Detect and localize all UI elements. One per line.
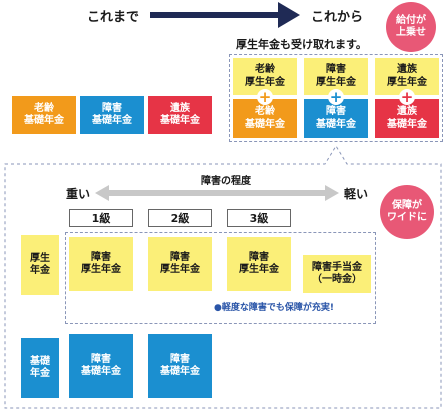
row-label-line2: 年金 — [30, 368, 50, 379]
before-label: これまで — [86, 10, 139, 25]
current-line1: 障害 — [102, 102, 122, 114]
grade-2-disability-basic-pension: 障害 基礎年金 — [148, 334, 212, 398]
badge-wide-line-2: ワイドに — [387, 212, 427, 223]
kosei-box-line2: （一時金） — [312, 274, 362, 285]
severity-light-label: 軽い — [344, 187, 369, 201]
disability-basic-pension: 障害 基礎年金 — [304, 99, 368, 138]
future-lower-line2: 基礎年金 — [387, 118, 427, 130]
future-upper-line2: 厚生年金 — [387, 76, 427, 88]
future-column-disability: 障害 厚生年金 障害 基礎年金 + — [304, 58, 368, 138]
current-line1: 老齢 — [34, 102, 54, 114]
after-label: これから — [310, 10, 363, 25]
grade-2-label: 2級 — [148, 209, 212, 227]
future-upper-line1: 遺族 — [397, 64, 417, 75]
kosei-box-line1: 障害 — [170, 251, 190, 263]
current-survivor-basic-pension: 遺族 基礎年金 — [148, 96, 212, 134]
grade-1-label: 1級 — [69, 209, 133, 227]
grade-3-disability-employee-pension: 障害 厚生年金 — [227, 237, 291, 291]
future-lower-line1: 老齢 — [255, 106, 275, 117]
row-label-line2: 年金 — [30, 265, 50, 276]
grade-3-label: 3級 — [227, 209, 291, 227]
kiso-box-line1: 障害 — [170, 353, 190, 365]
row-label-line1: 厚生 — [30, 252, 50, 264]
plus-icon: + — [328, 87, 344, 106]
old-age-basic-pension: 老齢 基礎年金 — [233, 99, 297, 138]
plus-icon: + — [257, 87, 273, 106]
badge-extra-line-1: 給付が — [396, 14, 426, 26]
kosei-box-line1: 障害 — [91, 251, 111, 263]
future-lower-line1: 障害 — [326, 106, 346, 117]
future-benefits-group — [229, 54, 443, 142]
kosei-box-line2: 厚生年金 — [160, 264, 200, 275]
current-line2: 基礎年金 — [160, 115, 200, 126]
kosei-box-line2: 厚生年金 — [81, 264, 121, 275]
disability-employee-pension: 障害 厚生年金 — [304, 58, 368, 95]
current-line1: 遺族 — [170, 102, 190, 114]
severity-range-arrow — [95, 185, 339, 201]
basic-pension-row-label: 基礎 年金 — [21, 338, 59, 398]
old-age-employee-pension: 老齢 厚生年金 — [233, 58, 297, 95]
kiso-box-line2: 基礎年金 — [81, 366, 121, 377]
severity-heavy-label: 重い — [66, 187, 91, 201]
badge-wider-coverage: 保障が ワイドに — [380, 185, 434, 239]
survivor-basic-pension: 遺族 基礎年金 — [375, 99, 439, 138]
survivor-employee-pension: 遺族 厚生年金 — [375, 58, 439, 95]
kosei-box-line2: 厚生年金 — [239, 264, 279, 275]
plus-icon: + — [399, 87, 415, 106]
future-upper-line2: 厚生年金 — [245, 76, 285, 88]
current-old-age-basic-pension: 老齢 基礎年金 — [12, 96, 76, 134]
grade-1-disability-basic-pension: 障害 基礎年金 — [69, 334, 133, 398]
future-lower-line2: 基礎年金 — [245, 118, 285, 130]
kiso-box-line1: 障害 — [91, 353, 111, 365]
badge-extra-line-2: 上乗せ — [396, 27, 426, 38]
future-upper-line1: 老齢 — [255, 64, 275, 75]
current-line2: 基礎年金 — [92, 115, 132, 126]
future-column-old-age: 老齢 厚生年金 老齢 基礎年金 + — [233, 58, 297, 138]
future-lower-line1: 遺族 — [397, 106, 417, 117]
current-line2: 基礎年金 — [24, 115, 64, 126]
grade-1-disability-employee-pension: 障害 厚生年金 — [69, 237, 133, 291]
future-lower-line2: 基礎年金 — [316, 118, 356, 130]
future-upper-line1: 障害 — [326, 64, 346, 75]
future-column-survivor: 遺族 厚生年金 遺族 基礎年金 + — [375, 58, 439, 138]
disability-allowance-lump-sum: 障害手当金 （一時金） — [303, 255, 371, 293]
severity-title: 障害の程度 — [201, 176, 251, 187]
badge-wide-line-1: 保障が — [392, 199, 422, 211]
future-upper-line2: 厚生年金 — [316, 76, 356, 88]
grade-2-disability-employee-pension: 障害 厚生年金 — [148, 237, 212, 291]
badge-extra-benefit: 給付が 上乗せ — [386, 2, 436, 52]
kosei-box-line1: 障害手当金 — [312, 261, 362, 273]
current-disability-basic-pension: 障害 基礎年金 — [80, 96, 144, 134]
kosei-box-line1: 障害 — [249, 251, 269, 263]
employee-pension-row-label: 厚生 年金 — [21, 235, 59, 295]
coverage-note: ●軽度な障害でも保障が充実! — [214, 303, 334, 313]
transition-arrow — [150, 2, 300, 28]
after-caption: 厚生年金も受け取れます。 — [236, 38, 367, 51]
employee-pension-benefits-group — [65, 232, 376, 324]
kiso-box-line2: 基礎年金 — [160, 366, 200, 377]
row-label-line1: 基礎 — [30, 355, 50, 367]
